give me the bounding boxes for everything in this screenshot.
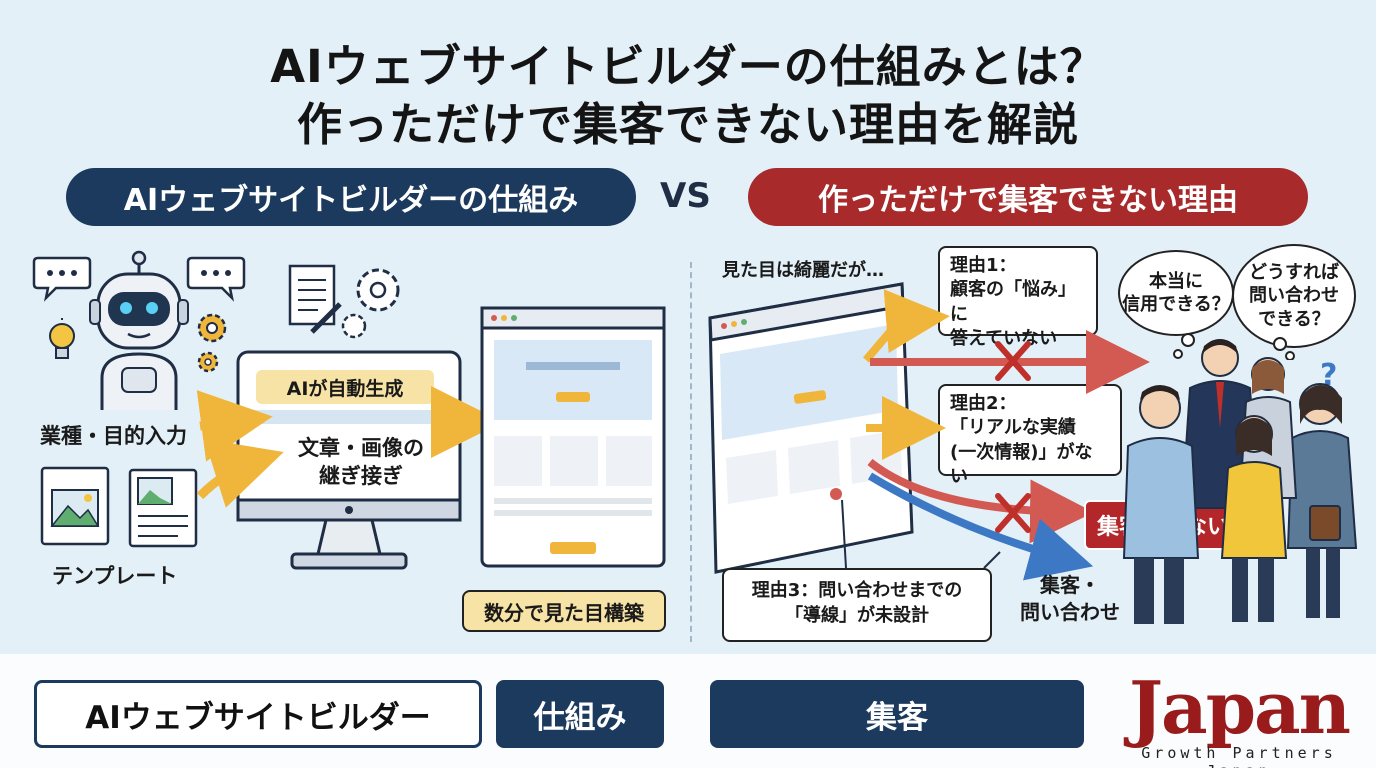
reason-2-box: 理由2： 「リアルな実績 (一次情報)」がない <box>938 384 1122 487</box>
logo-sub-text: Growth Partners Japan <box>1141 744 1337 768</box>
reason-1-box: 理由1： 顧客の「悩み」に 答えていない <box>938 246 1098 349</box>
vs-label: VS <box>660 176 711 216</box>
reason-1-line-2: 顧客の「悩み」に <box>950 279 1076 325</box>
reason-1-line-1: 理由1： <box>950 255 1017 276</box>
thought-bubble-trust-text: 本当に 信用できる？ <box>1122 270 1230 315</box>
title-line-2: 作っただけで集客できない理由を解説 <box>296 98 1079 151</box>
logo-main-text: Japan <box>1128 665 1351 750</box>
bottom-tag-mechanism: 仕組み <box>496 680 664 748</box>
reason-2-line-2: 「リアルな実績 <box>950 417 1076 439</box>
result-label: 数分で見た目構築 <box>462 590 666 632</box>
website-mockup-tilted <box>708 282 914 574</box>
divider <box>690 262 692 642</box>
input-label: 業種・目的入力 <box>40 424 187 448</box>
thought-bubble-inquiry: どうすれば 問い合わせ できる？ <box>1232 244 1356 348</box>
website-mockup <box>480 306 666 568</box>
people-group-icon <box>1122 339 1358 624</box>
stitching-line-2: 継ぎ接ぎ <box>319 464 403 489</box>
company-logo: Japan Growth Partners Japan <box>1114 672 1364 768</box>
chat-bubble-icon <box>186 256 246 302</box>
right-section-header: 作っただけで集客できない理由 <box>748 168 1308 226</box>
goal-label: 集客・ 問い合わせ <box>1010 572 1130 626</box>
reason-2-line-1: 理由2： <box>950 393 1017 414</box>
thought-dots <box>1173 333 1295 360</box>
reason-2-line-3: (一次情報)」がない <box>950 441 1093 487</box>
chat-bubble-icon <box>32 256 92 302</box>
stitching-line-1: 文章・画像の <box>298 436 424 460</box>
thought-bubble-inquiry-text: どうすれば 問い合わせ できる？ <box>1249 261 1339 330</box>
template-icon <box>40 466 198 548</box>
title-line-1: AIウェブサイトビルダーの仕組みとは？ <box>270 40 1106 93</box>
gear-icon <box>197 313 227 373</box>
looks-label: 見た目は綺麗だが… <box>722 260 884 281</box>
bottom-tag-marketing: 集客 <box>710 680 1084 748</box>
left-section-header: AIウェブサイトビルダーの仕組み <box>66 168 636 226</box>
goal-line-2: 問い合わせ <box>1020 600 1120 624</box>
lightbulb-icon <box>49 318 75 359</box>
stitching-text: 文章・画像の 継ぎ接ぎ <box>266 434 456 491</box>
x-mark-icon <box>995 493 1031 533</box>
ai-generate-badge: AIが自動生成 <box>256 370 434 404</box>
reason-1-line-3: 答えていない <box>950 327 1058 349</box>
reason-3-box: 理由3：問い合わせまでの 「導線」が未設計 <box>722 568 992 642</box>
reason-3-line-1: 理由3：問い合わせまでの <box>751 580 963 601</box>
template-label: テンプレート <box>52 564 178 588</box>
robot-icon <box>89 250 189 410</box>
bottom-tag-builder: AIウェブサイトビルダー <box>34 680 482 748</box>
thought-bubble-trust: 本当に 信用できる？ <box>1118 250 1234 336</box>
reason-3-line-2: 「導線」が未設計 <box>785 605 929 627</box>
document-gear-icon <box>288 264 400 339</box>
goal-line-1: 集客・ <box>1040 573 1100 597</box>
